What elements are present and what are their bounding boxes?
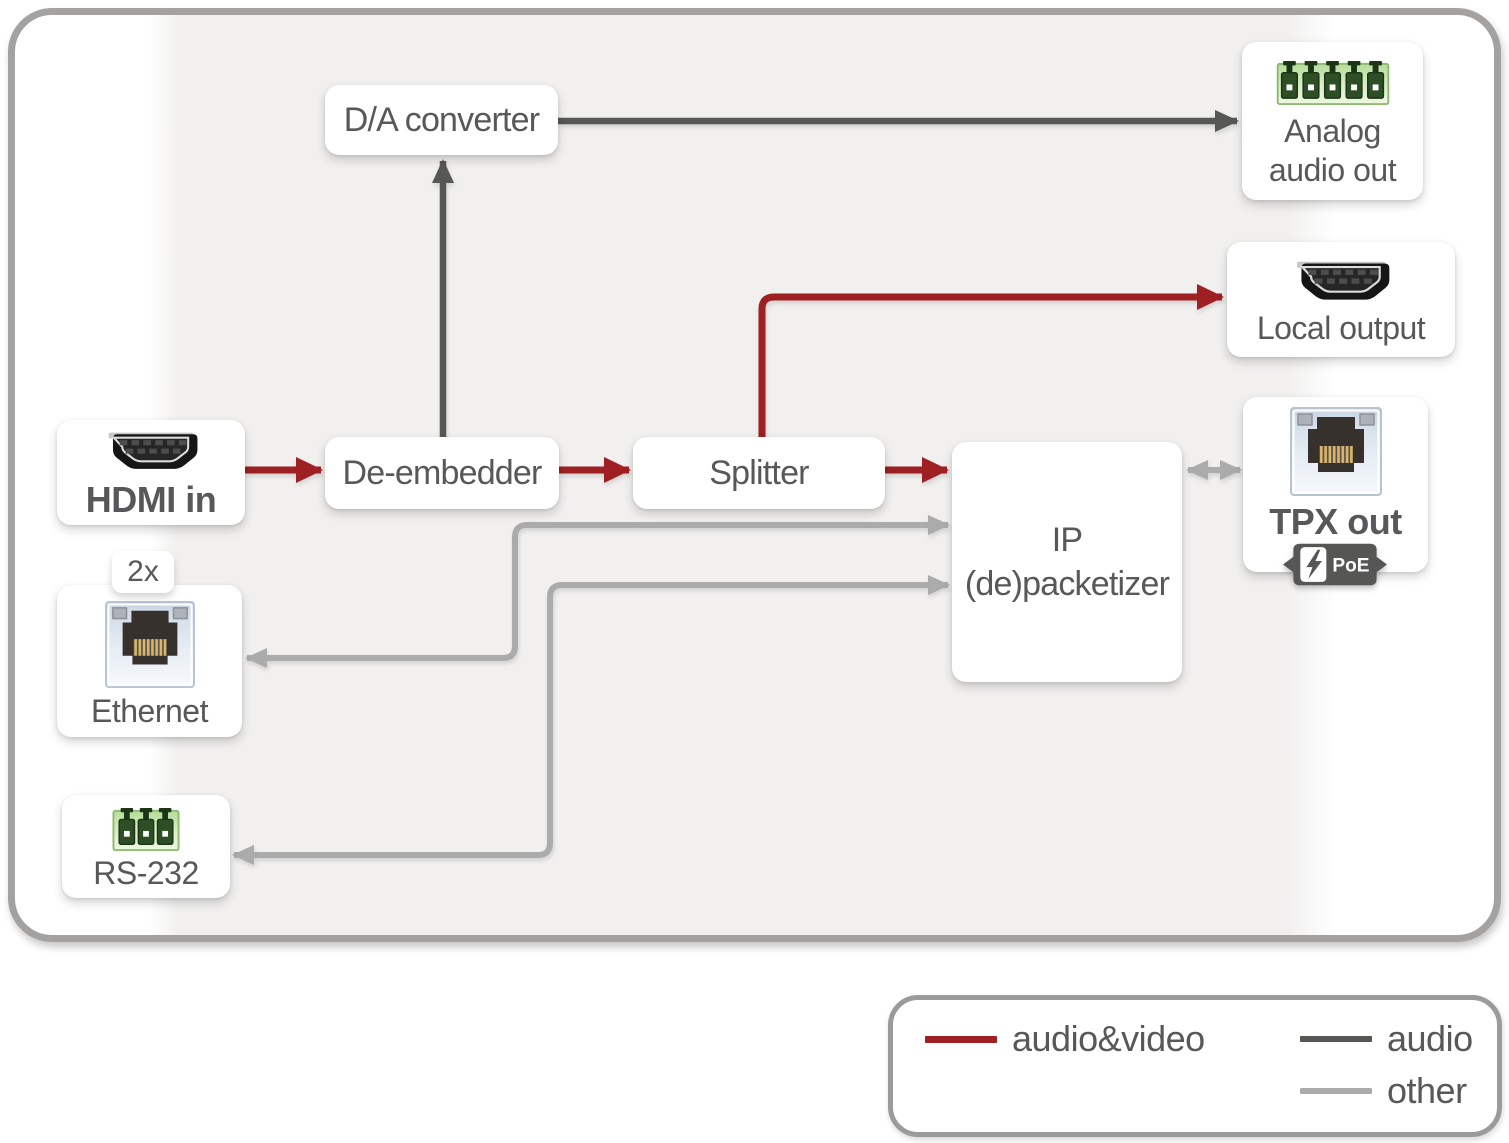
port-label: HDMI in <box>85 479 217 520</box>
block-ip-depacketizer: IP (de)packetizer <box>952 442 1182 682</box>
block-da-converter: D/A converter <box>325 85 558 155</box>
block-label: D/A converter <box>343 100 540 139</box>
block-de-embedder: De-embedder <box>325 437 559 509</box>
legend-item-audio-video: audio&video <box>925 1018 1205 1060</box>
poe-badge: PoE <box>1283 543 1387 586</box>
legend: audio&video audio other <box>888 995 1502 1137</box>
port-label: Ethernet <box>91 692 208 729</box>
port-label: RS-232 <box>93 855 199 891</box>
legend-item-other: other <box>1300 1070 1467 1112</box>
port-label: Local output <box>1256 310 1426 346</box>
rj45-connector-icon <box>1289 407 1382 496</box>
port-analog-audio-out: Analog audio out <box>1242 42 1423 200</box>
badge-label: 2x <box>127 555 159 588</box>
hdmi-connector-icon <box>108 432 198 469</box>
rj45-connector-icon <box>104 600 195 688</box>
legend-label: other <box>1387 1070 1467 1111</box>
block-label: Splitter <box>709 453 809 492</box>
legend-label: audio&video <box>1012 1018 1205 1059</box>
ethernet-count-badge: 2x <box>112 551 174 593</box>
terminal-block-3pin-icon <box>112 807 180 852</box>
legend-swatch-audio-video <box>925 1035 997 1043</box>
port-local-output: Local output <box>1227 242 1455 357</box>
block-label: De-embedder <box>342 453 542 492</box>
legend-item-audio: audio <box>1300 1018 1473 1060</box>
port-rs232: RS-232 <box>62 795 230 898</box>
port-label-line2: audio out <box>1268 152 1397 188</box>
port-ethernet: Ethernet <box>57 585 242 737</box>
port-label: TPX out <box>1269 501 1402 542</box>
block-label-line1: IP <box>1051 520 1083 559</box>
terminal-block-5pin-icon <box>1276 60 1389 105</box>
block-label-line2: (de)packetizer <box>964 565 1170 603</box>
port-hdmi-in: HDMI in <box>57 420 245 525</box>
legend-swatch-audio <box>1300 1036 1372 1042</box>
port-tpx-out: TPX out <box>1243 397 1428 572</box>
block-splitter: Splitter <box>633 437 885 509</box>
hdmi-connector-icon <box>1297 261 1390 300</box>
legend-label: audio <box>1387 1018 1473 1059</box>
port-label-line1: Analog <box>1284 112 1381 149</box>
poe-badge-label: PoE <box>1332 555 1369 576</box>
legend-swatch-other <box>1300 1088 1372 1094</box>
